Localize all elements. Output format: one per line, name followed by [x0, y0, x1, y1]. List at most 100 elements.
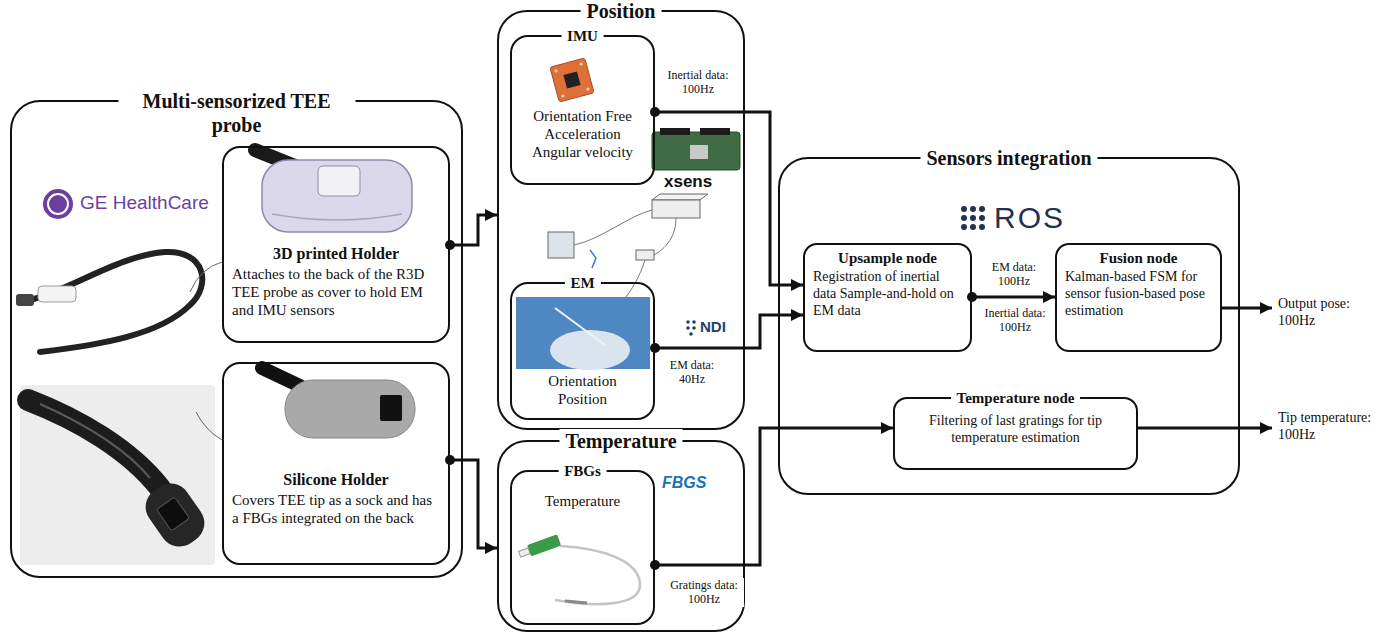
sensor-box: FBGsTemperature — [510, 470, 655, 625]
brand-logo-text: FBGS — [662, 473, 734, 492]
box-body: Filtering of last gratings for tip tempe… — [895, 413, 1136, 447]
brand-logo — [48, 194, 68, 214]
leader-line — [196, 412, 222, 440]
signal-label: Gratings data: 100Hz — [664, 578, 744, 607]
imu-pad — [561, 94, 565, 98]
brand-logo — [43, 189, 73, 219]
sensor-coil — [590, 250, 596, 268]
component-box: Silicone HolderCovers TEE tip as a sock … — [222, 362, 450, 565]
brand-logo — [686, 320, 690, 324]
connector-arrow — [655, 428, 893, 565]
box-heading: 3D printed Holder — [224, 244, 448, 263]
box-heading: Upsample node — [805, 249, 970, 267]
ros-dot — [970, 224, 976, 230]
box-heading: Position — [581, 0, 662, 23]
holder-cable — [262, 368, 300, 386]
junction-dot — [650, 107, 660, 117]
fiber-ferrule — [519, 548, 530, 557]
probe-highlight — [40, 404, 150, 478]
brand-logo — [689, 332, 693, 336]
imu-pad — [586, 87, 590, 91]
ros-dot — [961, 215, 967, 221]
connector-arrow — [450, 215, 497, 245]
control-unit — [652, 194, 708, 200]
probe-tip — [138, 476, 212, 555]
sock-window — [380, 395, 402, 421]
ros-dot — [961, 206, 967, 212]
junction-dot — [650, 560, 660, 570]
brand-logo — [692, 320, 696, 324]
junction-dot — [650, 343, 660, 353]
imu-die — [563, 71, 580, 88]
holder-body — [262, 160, 412, 232]
holder-edge — [272, 214, 402, 220]
photo-ground — [20, 385, 215, 565]
em-photo — [516, 297, 650, 369]
output-label: Tip temperature: 100Hz — [1278, 410, 1383, 444]
probe-holder — [38, 286, 76, 302]
ros-dot — [979, 224, 985, 230]
output-arrow — [1222, 307, 1272, 310]
ros-dot — [979, 215, 985, 221]
box-heading: Fusion node — [1057, 249, 1220, 267]
signal-label: Inertial data: 100Hz — [975, 306, 1055, 335]
probe-cable — [30, 252, 202, 352]
box-heading: Sensors integration — [921, 146, 1098, 170]
ros-dot — [979, 206, 985, 212]
box-heading: Multi-sensorized TEE probe — [118, 89, 355, 137]
box-heading: Silicone Holder — [224, 470, 448, 489]
component-box: 3D printed HolderAttaches to the back of… — [222, 146, 450, 343]
cable-wire — [654, 218, 676, 255]
sensor-interface — [636, 250, 654, 260]
cable-wire — [622, 260, 645, 302]
board-connector — [700, 128, 730, 135]
ros-dot — [970, 206, 976, 212]
signal-label: EM data: 40Hz — [662, 358, 722, 387]
process-box: Temperature nodeFiltering of last gratin… — [893, 397, 1138, 470]
box-heading: Temperature node — [951, 389, 1081, 407]
em-hand — [550, 330, 630, 370]
signal-label: Inertial data: 100Hz — [658, 68, 738, 97]
imu-pad — [554, 69, 558, 73]
brand-logo-text: xsens — [664, 172, 742, 192]
xsens-board — [652, 132, 740, 170]
board-chip — [690, 145, 708, 159]
box-body: Kalman-based FSM for sensor fusion-based… — [1057, 269, 1220, 319]
field-generator — [548, 232, 574, 258]
box-body: Temperature — [512, 492, 653, 510]
group-panel: Multi-sensorized TEE probe3D printed Hol… — [10, 100, 463, 578]
cable-wire — [574, 210, 652, 245]
board-connector — [660, 128, 690, 135]
sensor-box: IMUOrientation Free Acceleration Angular… — [510, 35, 655, 185]
brand-logo — [686, 326, 690, 330]
process-box: Fusion nodeKalman-based FSM for sensor f… — [1055, 243, 1222, 352]
output-arrow — [1138, 427, 1272, 430]
box-body: Attaches to the back of the R3D TEE prob… — [224, 265, 448, 319]
box-heading: EM — [564, 274, 600, 292]
ros-dot — [961, 224, 967, 230]
connector-arrow — [450, 460, 497, 548]
process-box: Upsample nodeRegistration of inertial da… — [803, 243, 972, 352]
box-body: Registration of inertial data Sample-and… — [805, 269, 970, 319]
connector-arrow — [655, 112, 803, 285]
signal-label: EM data: 100Hz — [981, 260, 1047, 289]
ros-dot — [970, 215, 976, 221]
connector-arrow — [972, 296, 1055, 299]
brand-logo — [692, 326, 696, 330]
optical-fiber — [555, 546, 640, 604]
imu-pad — [579, 62, 583, 66]
silicone-sock — [285, 380, 415, 438]
control-unit — [652, 200, 700, 218]
box-body: Orientation Position — [548, 372, 616, 408]
connector-arrow — [655, 315, 803, 348]
box-heading: IMU — [561, 27, 604, 45]
brand-logo-text: NDI — [700, 318, 744, 336]
leader-line — [190, 262, 222, 292]
fiber-connector — [527, 534, 561, 556]
probe-window — [157, 497, 190, 531]
junction-dot — [445, 455, 455, 465]
fiber-grating — [565, 601, 587, 603]
junction-dot — [445, 240, 455, 250]
brand-logo-text: ROS — [994, 200, 1078, 236]
box-body: Covers TEE tip as a sock and has a FBGs … — [224, 491, 448, 527]
